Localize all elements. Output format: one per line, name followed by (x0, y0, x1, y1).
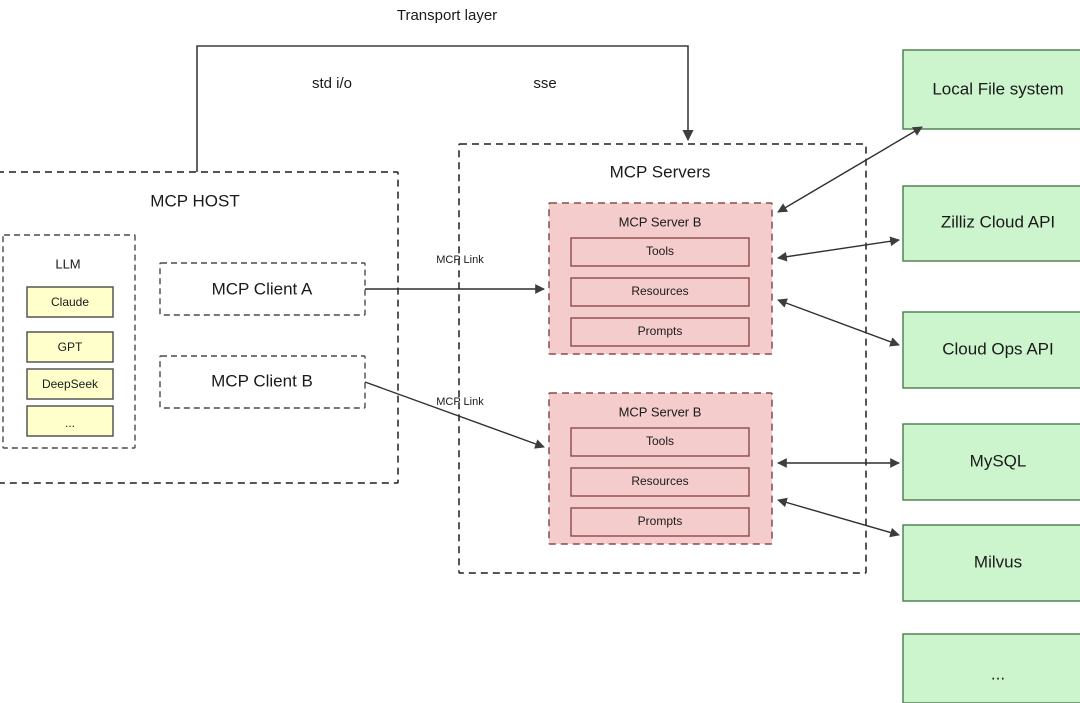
mcp-link-label-b: MCP Link (436, 396, 484, 408)
transport-link-label-sse: sse (533, 75, 556, 92)
llm-model-claude[interactable] (26, 286, 114, 318)
edge-server-top-to-cloud-ops-api (777, 298, 900, 347)
llm-model-label-deepseek: DeepSeek (42, 377, 99, 391)
resource-label-mysql: MySQL (970, 451, 1027, 470)
mcp-server-top-capability-resources[interactable] (570, 277, 750, 307)
mcp-link-label-a: MCP Link (436, 254, 484, 266)
mcp-server-bottom-capability-tools[interactable] (570, 427, 750, 457)
resource-box-local-file-system[interactable] (902, 49, 1080, 130)
resource-label-milvus: Milvus (974, 552, 1022, 571)
mcp-server-top-capability-tools[interactable] (570, 237, 750, 267)
mcp-server-top-label: MCP Server B (619, 214, 702, 229)
mcp-servers-title: MCP Servers (610, 162, 711, 181)
resource-label-local-file-system: Local File system (932, 79, 1063, 98)
transport-link-label-stdio: std i/o (312, 75, 352, 92)
mcp-client-a-label: MCP Client A (212, 279, 313, 298)
mcp-server-bottom-capability-label-tools: Tools (646, 434, 674, 448)
resource-box-mysql[interactable] (902, 423, 1080, 501)
mcp-server-bottom-label: MCP Server B (619, 404, 702, 419)
mcp-host-container[interactable] (0, 171, 399, 484)
edge-server-bottom-to-milvus (777, 497, 900, 538)
llm-model-label-claude: Claude (51, 295, 89, 309)
mcp-client-b[interactable] (159, 355, 366, 409)
mcp-client-a[interactable] (159, 262, 366, 316)
llm-model-gpt[interactable] (26, 331, 114, 363)
resource-box-more-resources[interactable] (902, 633, 1080, 703)
transport-bracket-path (196, 45, 694, 172)
llm-container[interactable] (2, 234, 136, 449)
mcp-server-top-capability-label-resources: Resources (631, 284, 688, 298)
resource-label-zilliz-cloud-api: Zilliz Cloud API (941, 212, 1055, 231)
mcp-server-bottom-capability-resources[interactable] (570, 467, 750, 497)
llm-model-label-more: ... (65, 416, 75, 430)
llm-model-deepseek[interactable] (26, 368, 114, 400)
llm-title: LLM (55, 256, 80, 271)
mcp-servers-container[interactable] (458, 143, 867, 574)
llm-model-label-gpt: GPT (58, 340, 83, 354)
resource-box-zilliz-cloud-api[interactable] (902, 185, 1080, 262)
mcp-server-bottom-capability-prompts[interactable] (570, 507, 750, 537)
edge-server-top-to-zilliz-cloud-api (777, 236, 900, 262)
transport-layer-title: Transport layer (397, 7, 497, 24)
resource-label-more-resources: ... (991, 664, 1005, 683)
resource-box-milvus[interactable] (902, 524, 1080, 602)
resource-box-cloud-ops-api[interactable] (902, 311, 1080, 389)
mcp-server-top-capability-prompts[interactable] (570, 317, 750, 347)
resource-label-cloud-ops-api: Cloud Ops API (942, 339, 1054, 358)
mcp-server-bottom-capability-label-resources: Resources (631, 474, 688, 488)
mcp-host-title: MCP HOST (150, 191, 239, 210)
mcp-server-top-capability-label-tools: Tools (646, 244, 674, 258)
mcp-link-edge-client-b (364, 381, 545, 449)
mcp-server-top-capability-label-prompts: Prompts (638, 324, 683, 338)
edge-server-top-to-local-file-system (777, 126, 923, 213)
llm-model-more[interactable] (26, 405, 114, 437)
mcp-client-b-label: MCP Client B (211, 371, 313, 390)
mcp-server-bottom-capability-label-prompts: Prompts (638, 514, 683, 528)
